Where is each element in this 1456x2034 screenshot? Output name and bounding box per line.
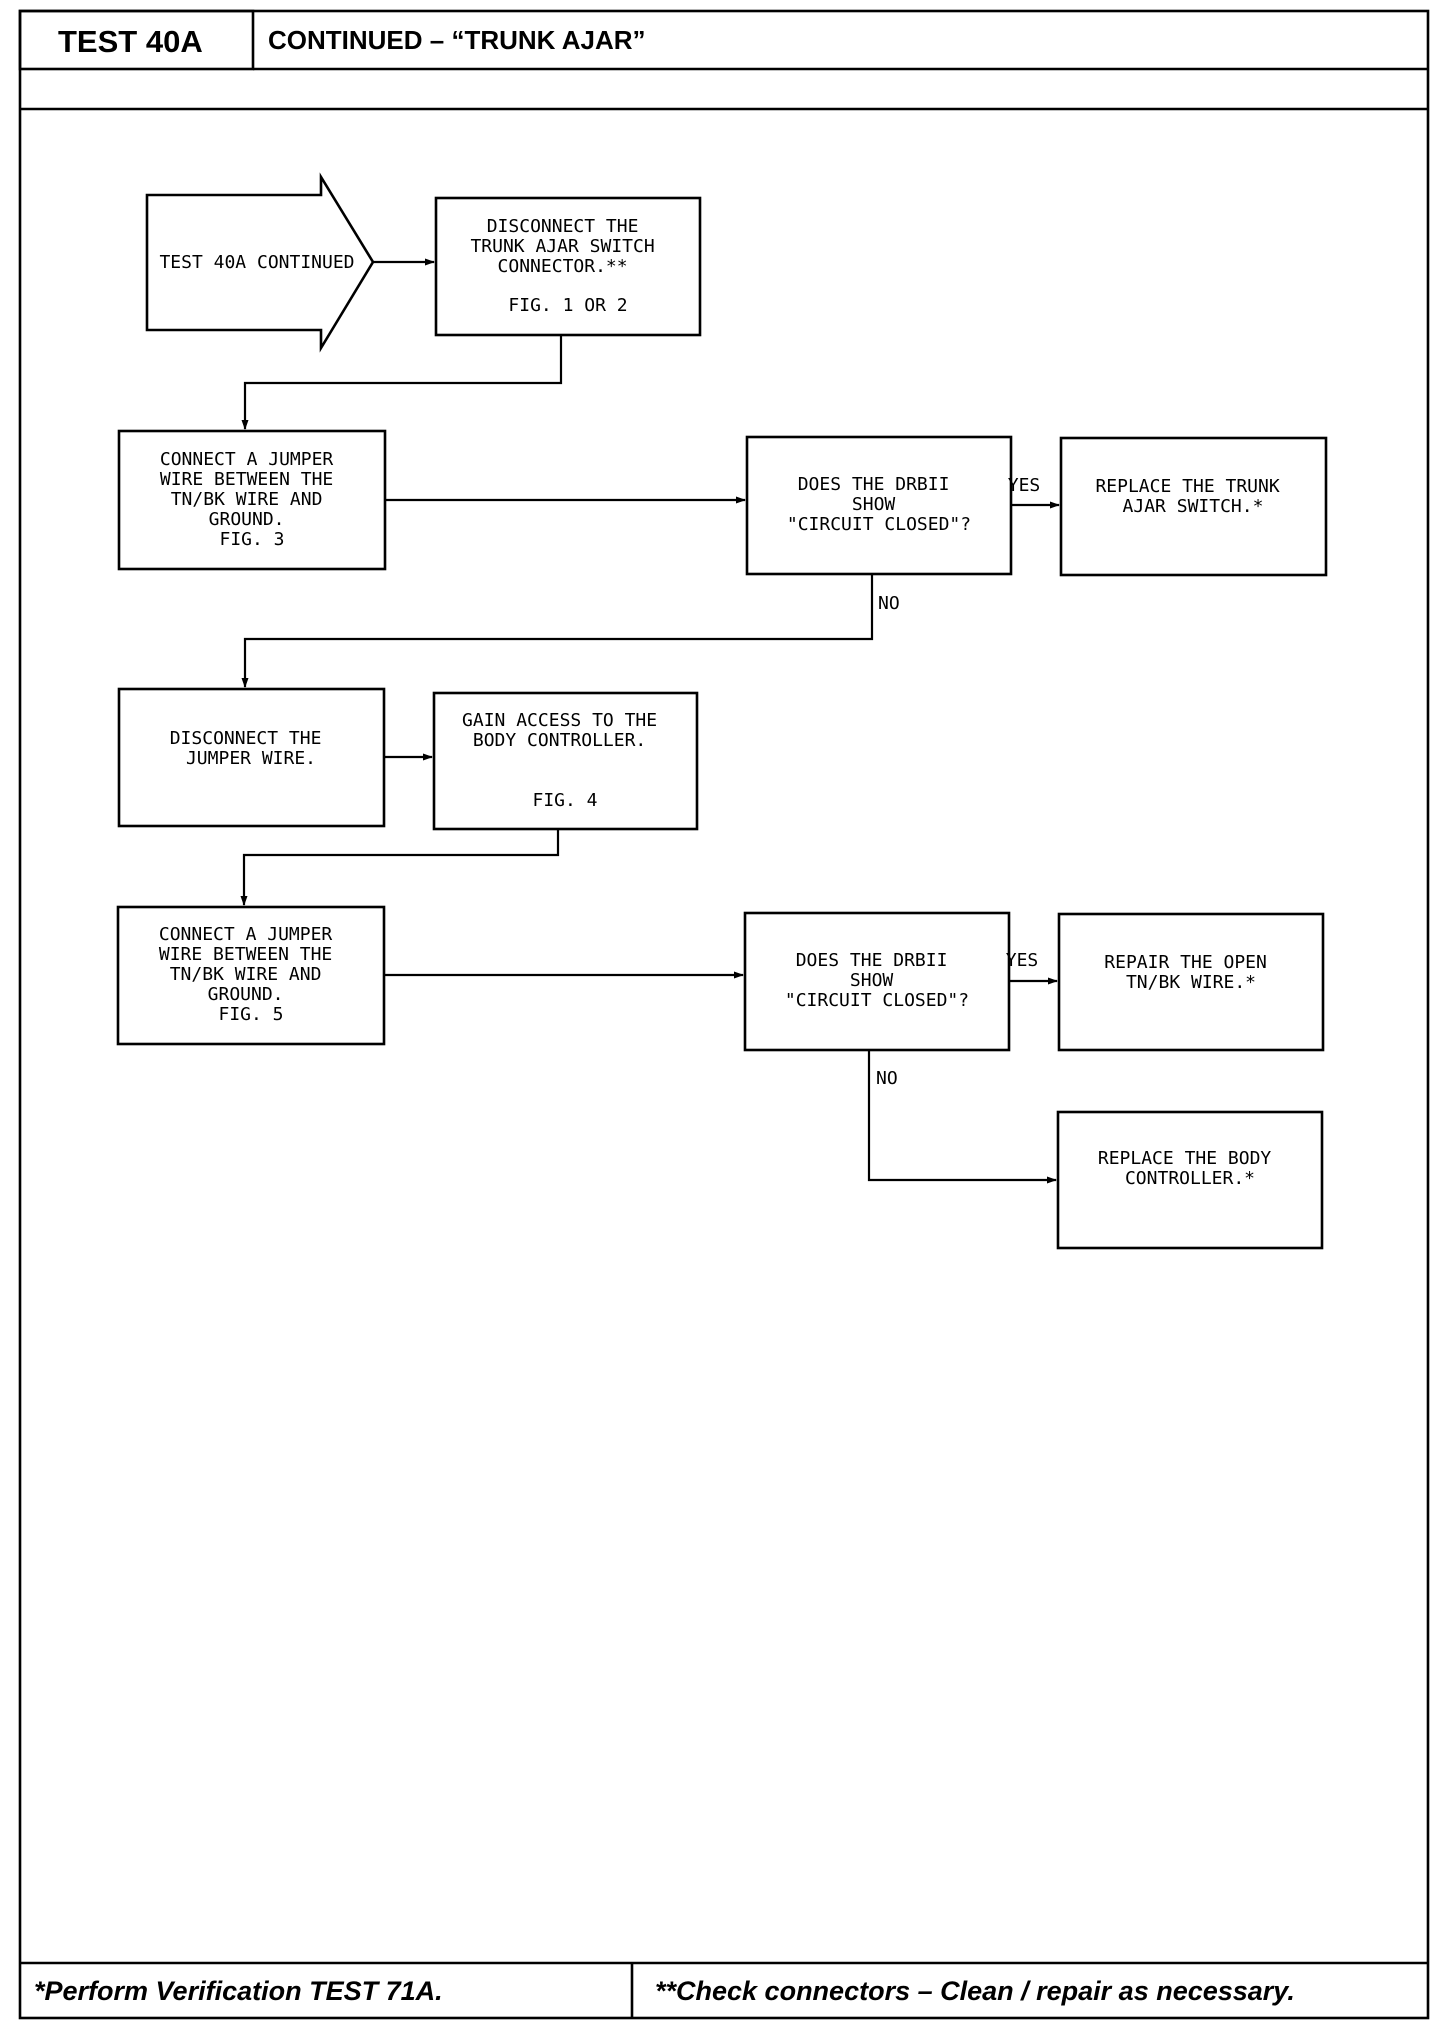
svg-text:DOES THE DRBII SHOW: DOES THE DRBII SHOW "CIRCUIT CLOSED"? [787, 474, 971, 535]
jumper-2-line-2: WIRE BETWEEN THE [159, 944, 332, 965]
arrow-disconnect-to-jumper-1 [241, 335, 563, 430]
question-1-line-1: DOES THE DRBII [798, 474, 950, 495]
svg-text:REPAIR THE OPEN TN/BK WI: REPAIR THE OPEN TN/BK WIRE.* [1104, 952, 1277, 993]
jumper-1-fig: FIG. 3 [219, 529, 284, 550]
svg-text:DISCONNECT THE JUMPER WI: DISCONNECT THE JUMPER WIRE. [170, 728, 333, 769]
disconnect-switch-line-1: DISCONNECT THE [487, 216, 639, 237]
jumper-1-line-2: WIRE BETWEEN THE [160, 469, 333, 490]
replace-switch-box: REPLACE THE TRUNK AJAR SWITCH.* [1059, 436, 1328, 577]
start-label: TEST 40A CONTINUED [159, 252, 354, 273]
svg-text:GAIN ACCESS TO THE BODY: GAIN ACCESS TO THE BODY CONTROLLER. FIG.… [462, 710, 668, 811]
verification-note: *Perform Verification TEST 71A. [34, 1976, 443, 2006]
jumper-1-line-4: GROUND. [209, 509, 285, 530]
test-id-label: TEST 40A [58, 24, 203, 59]
jumper-2-line-1: CONNECT A JUMPER [159, 924, 333, 945]
gain-access-line-2: BODY CONTROLLER. [473, 730, 646, 751]
question-1-box: DOES THE DRBII SHOW "CIRCUIT CLOSED"? [745, 435, 1013, 576]
replace-controller-line-2: CONTROLLER.* [1125, 1168, 1255, 1189]
svg-text:DISCONNECT THE TRUNK AJA: DISCONNECT THE TRUNK AJAR SWITCH CONNECT… [470, 216, 665, 316]
question-2-yes-label: YES [1006, 950, 1039, 971]
arrow-gain-access-to-jumper-2 [240, 829, 560, 906]
disconnect-jumper-line-1: DISCONNECT THE [170, 728, 322, 749]
test-id-cell [18, 9, 255, 71]
jumper-2-box: CONNECT A JUMPER WIRE BETWEEN THE TN/BK … [116, 905, 386, 1046]
replace-switch-line-1: REPLACE THE TRUNK [1095, 476, 1279, 497]
question-2-line-2: SHOW [850, 970, 894, 991]
connector-note: **Check connectors – Clean / repair as n… [655, 1976, 1295, 2006]
gain-access-line-1: GAIN ACCESS TO THE [462, 710, 657, 731]
question-2-box: DOES THE DRBII SHOW "CIRCUIT CLOSED"? [743, 911, 1011, 1052]
gain-access-fig: FIG. 4 [532, 790, 597, 811]
gain-access-box: GAIN ACCESS TO THE BODY CONTROLLER. FIG.… [432, 691, 699, 831]
svg-text:REPLACE THE BODY CONTROL: REPLACE THE BODY CONTROLLER.* [1098, 1148, 1282, 1189]
disconnect-switch-line-2: TRUNK AJAR SWITCH [470, 236, 654, 257]
jumper-2-line-4: GROUND. [208, 984, 284, 1005]
question-1-line-3: "CIRCUIT CLOSED"? [787, 514, 971, 535]
question-1-yes-label: YES [1008, 475, 1041, 496]
jumper-2-fig: FIG. 5 [218, 1004, 283, 1025]
question-2-line-1: DOES THE DRBII [796, 950, 948, 971]
disconnect-switch-line-3: CONNECTOR.** [498, 256, 628, 277]
svg-text:DOES THE DRBII SHOW: DOES THE DRBII SHOW "CIRCUIT CLOSED"? [785, 950, 969, 1011]
repair-wire-line-2: TN/BK WIRE.* [1126, 972, 1256, 993]
disconnect-switch-box: DISCONNECT THE TRUNK AJAR SWITCH CONNECT… [434, 196, 702, 337]
disconnect-jumper-box: DISCONNECT THE JUMPER WIRE. [117, 687, 386, 828]
start-arrow: TEST 40A CONTINUED [145, 172, 375, 353]
question-1-no-label: NO [878, 593, 900, 614]
replace-switch-line-2: AJAR SWITCH.* [1123, 496, 1264, 517]
question-1-line-2: SHOW [852, 494, 896, 515]
page-title: CONTINUED – “TRUNK AJAR” [268, 25, 646, 55]
replace-controller-line-1: REPLACE THE BODY [1098, 1148, 1272, 1169]
svg-text:CONNECT A JUMPER WIRE BE: CONNECT A JUMPER WIRE BETWEEN THE TN/BK … [159, 924, 343, 1025]
svg-text:CONNECT A JUMPER WIRE BE: CONNECT A JUMPER WIRE BETWEEN THE TN/BK … [160, 449, 344, 550]
arrow-question-1-no [241, 574, 874, 688]
repair-wire-line-1: REPAIR THE OPEN [1104, 952, 1267, 973]
question-2-no-label: NO [876, 1068, 898, 1089]
jumper-1-line-1: CONNECT A JUMPER [160, 449, 334, 470]
disconnect-jumper-line-2: JUMPER WIRE. [186, 748, 316, 769]
jumper-2-line-3: TN/BK WIRE AND [170, 964, 322, 985]
disconnect-switch-fig: FIG. 1 OR 2 [508, 295, 627, 316]
jumper-1-box: CONNECT A JUMPER WIRE BETWEEN THE TN/BK … [117, 429, 387, 571]
arrow-question-2-no [867, 1050, 1057, 1184]
replace-controller-box: REPLACE THE BODY CONTROLLER.* [1056, 1110, 1324, 1250]
jumper-1-line-3: TN/BK WIRE AND [171, 489, 323, 510]
svg-text:REPLACE THE TRUNK AJAR S: REPLACE THE TRUNK AJAR SWITCH.* [1095, 476, 1290, 517]
question-2-line-3: "CIRCUIT CLOSED"? [785, 990, 969, 1011]
page-border [18, 9, 1430, 2020]
repair-wire-box: REPAIR THE OPEN TN/BK WIRE.* [1057, 912, 1325, 1052]
